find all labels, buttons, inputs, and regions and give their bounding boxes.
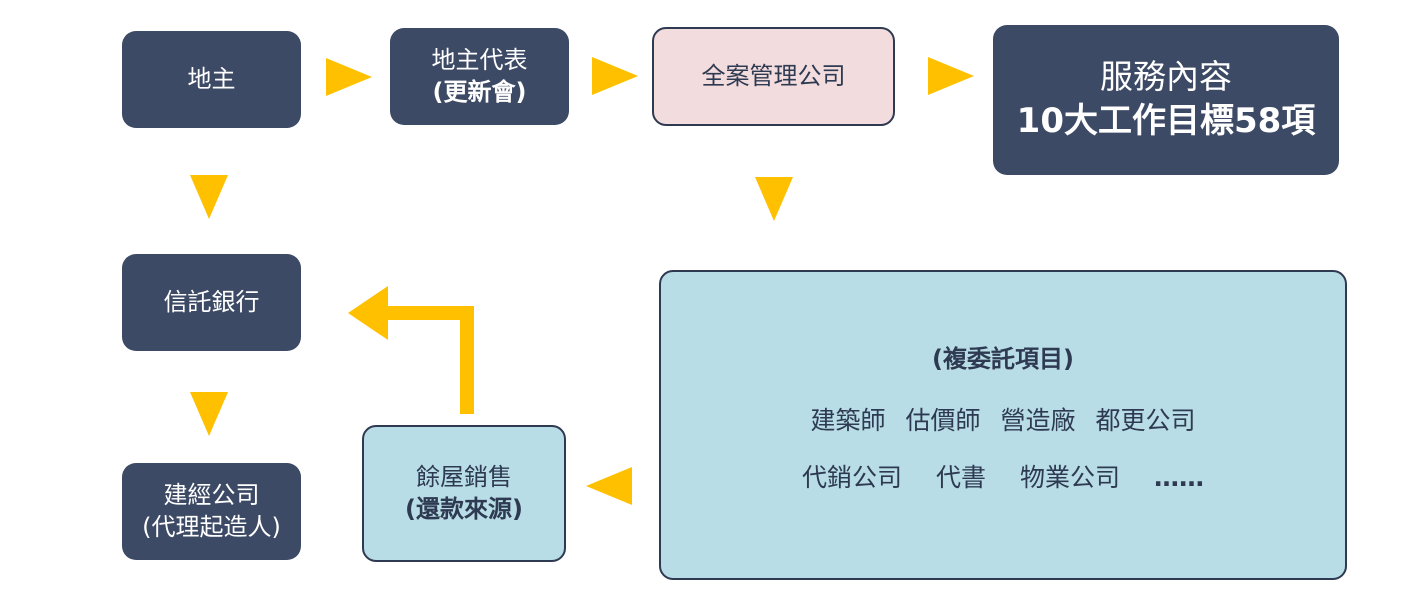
subcontract-row-2: 代銷公司 代書 物業公司 …… bbox=[796, 462, 1210, 495]
arrow-right-2 bbox=[592, 57, 638, 95]
arrow-down-1 bbox=[190, 175, 228, 219]
subcontract-item: …… bbox=[1153, 462, 1204, 492]
node-service-content-line2: 10大工作目標58項 bbox=[1016, 101, 1316, 142]
node-landowner-rep: 地主代表 (更新會) bbox=[390, 28, 569, 125]
node-builder-company-line1: 建經公司 bbox=[163, 481, 260, 510]
subcontract-item: 營造廠 bbox=[1000, 406, 1076, 436]
node-service-content: 服務內容 10大工作目標58項 bbox=[993, 25, 1339, 175]
arrow-right-3 bbox=[928, 57, 974, 95]
node-remaining-sales-line1: 餘屋銷售 bbox=[416, 463, 512, 492]
subcontract-item: 都更公司 bbox=[1095, 406, 1196, 436]
arrow-return-to-bank bbox=[348, 286, 474, 414]
node-landowner: 地主 bbox=[122, 31, 301, 128]
node-builder-company-line2: (代理起造人) bbox=[142, 512, 281, 541]
node-builder-company: 建經公司 (代理起造人) bbox=[122, 463, 301, 560]
node-trust-bank-label: 信託銀行 bbox=[163, 287, 260, 316]
subcontract-item: 代書 bbox=[936, 462, 987, 492]
node-landowner-rep-line2: (更新會) bbox=[432, 77, 527, 106]
node-trust-bank: 信託銀行 bbox=[122, 254, 301, 351]
subcontract-title: (複委託項目) bbox=[932, 344, 1074, 373]
node-landowner-label: 地主 bbox=[187, 64, 236, 93]
subcontract-item: 建築師 bbox=[810, 406, 886, 436]
node-subcontract: (複委託項目) 建築師 估價師 營造廠 都更公司 代銷公司 代書 物業公司 …… bbox=[659, 270, 1347, 580]
node-management-company-label: 全案管理公司 bbox=[701, 61, 846, 90]
subcontract-item: 代銷公司 bbox=[802, 462, 903, 492]
subcontract-row-1: 建築師 估價師 營造廠 都更公司 bbox=[805, 405, 1202, 438]
node-landowner-rep-line1: 地主代表 bbox=[431, 46, 528, 75]
subcontract-item: 估價師 bbox=[905, 406, 981, 436]
node-service-content-line1: 服務內容 bbox=[1100, 57, 1232, 97]
arrow-down-2 bbox=[755, 177, 793, 221]
arrow-right-1 bbox=[326, 58, 372, 96]
node-management-company: 全案管理公司 bbox=[652, 27, 895, 126]
arrow-left-1 bbox=[586, 467, 632, 505]
node-remaining-sales: 餘屋銷售 (還款來源) bbox=[362, 425, 566, 562]
arrow-down-3 bbox=[190, 392, 228, 436]
node-remaining-sales-line2: (還款來源) bbox=[405, 494, 523, 523]
subcontract-item: 物業公司 bbox=[1019, 462, 1120, 492]
